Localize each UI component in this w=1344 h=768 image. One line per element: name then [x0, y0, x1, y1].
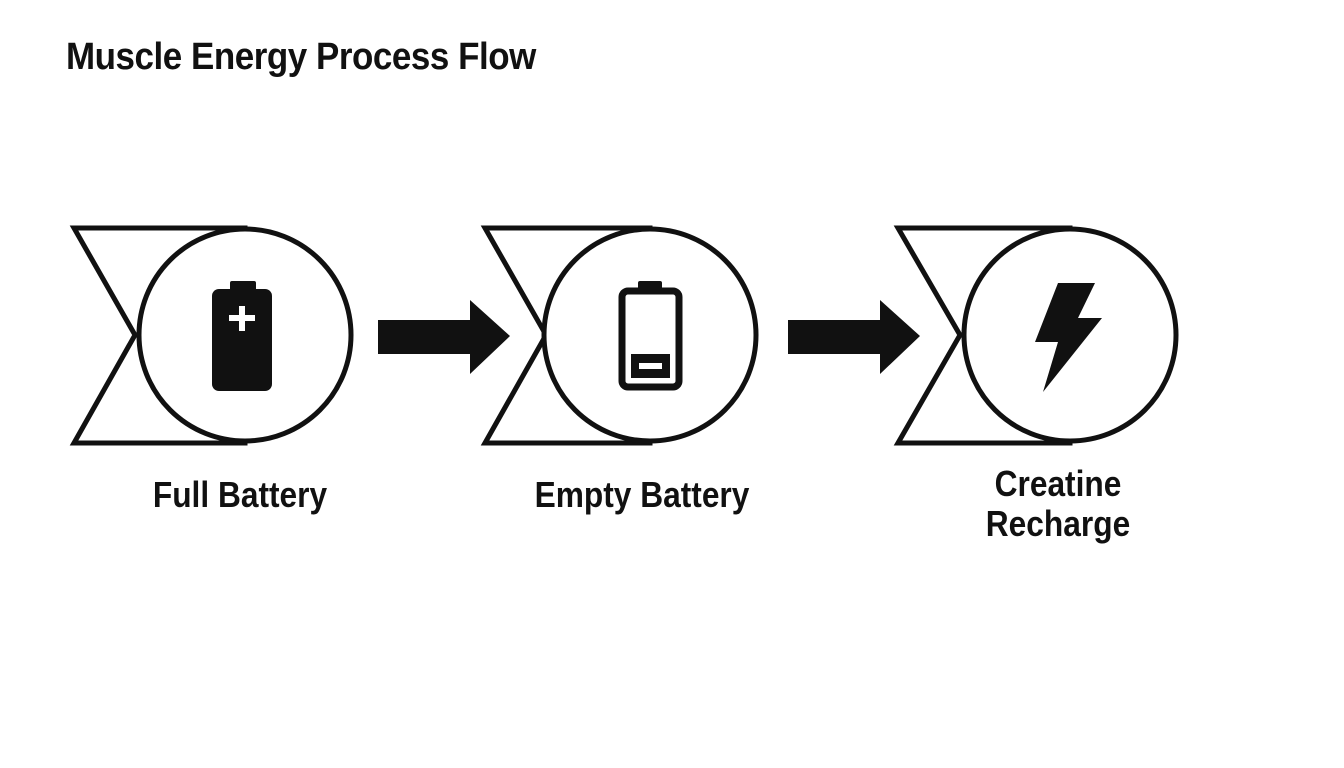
- node-full-battery: [69, 225, 354, 446]
- node-creatine-recharge: [893, 225, 1179, 446]
- node-3-label: Creatine Recharge: [985, 463, 1131, 544]
- node-1-label: Full Battery: [152, 474, 328, 515]
- flow-arrow-2: [788, 300, 920, 374]
- full-battery-icon: [212, 281, 272, 391]
- flow-arrow-1: [378, 300, 510, 374]
- empty-battery-icon: [618, 281, 683, 391]
- node-empty-battery: [480, 225, 759, 446]
- node-2-label: Empty Battery: [534, 474, 750, 515]
- diagram-title: Muscle Energy Process Flow: [66, 36, 536, 78]
- node-2-circle: [541, 226, 759, 444]
- lightning-bolt-icon: [1035, 283, 1102, 392]
